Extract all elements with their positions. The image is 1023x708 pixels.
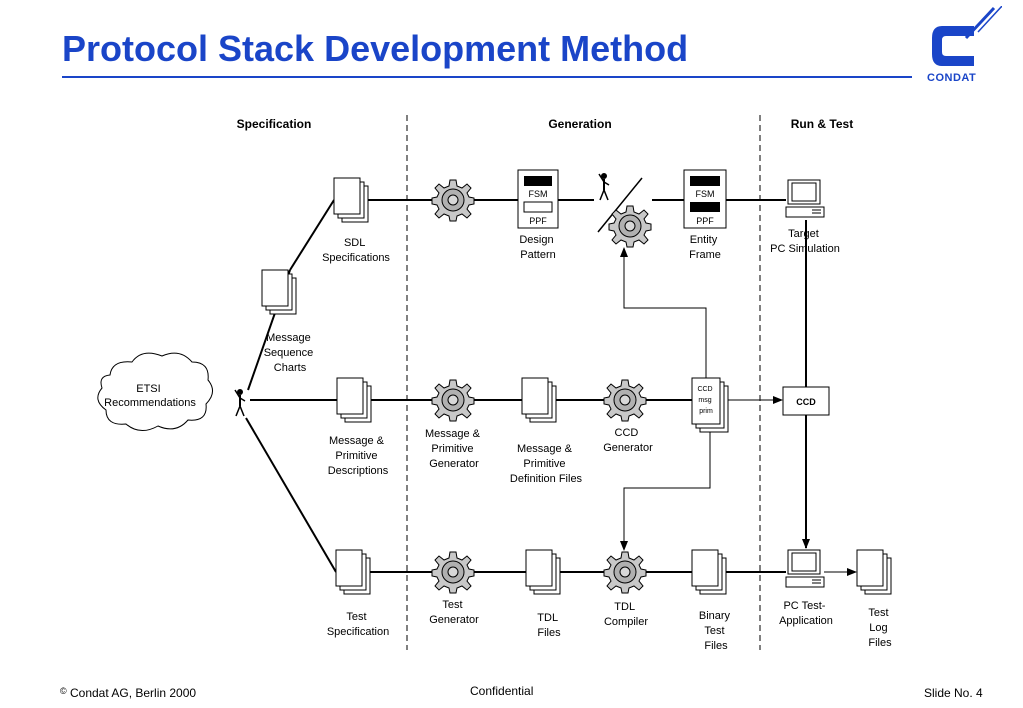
etsi-cloud [97,352,213,431]
test-gen-gear-icon [431,551,475,594]
footer-company: Condat AG, Berlin 2000 [69,686,197,700]
footer-copyright: © Condat AG, Berlin 2000 [60,686,196,700]
entity-frame-ppf-label: PPF [696,216,714,226]
entity-frame-ppf-bar [690,202,720,212]
design-pattern-ppf-bar [523,201,553,213]
test-spec-label: Test Specification [327,611,389,638]
test-spec-document-icon [335,549,371,595]
msg-prim-gen-gear-icon [431,379,475,422]
arrow-ccddocs-to-tdlcompiler [620,432,711,551]
link-person-testspec [245,417,337,573]
ccd-box-label: CCD [796,397,816,407]
design-pattern-fsm-label: FSM [529,189,548,199]
binary-files-label: Binary Test Files [699,610,733,652]
tdl-files-label: TDL Files [537,612,561,639]
msg-prim-def-label: Message & Primitive Definition Files [510,443,583,485]
logo-text: CONDAT [927,72,977,84]
column-header-generation: Generation [548,117,611,131]
binary-files-document-icon [691,549,727,595]
column-header-specification: Specification [237,117,312,131]
ccd-docs-front [691,377,721,425]
ccd-gen-gear-icon [603,379,647,422]
merge-slash [597,177,643,233]
msg-prim-gen-label: Message & Primitive Generator [425,428,483,470]
msg-prim-desc-document-icon [336,377,372,423]
design-pattern-label: Design Pattern [519,234,556,261]
tdl-compiler-gear-icon [603,551,647,594]
pc-test-label: PC Test- Application [779,600,833,627]
sdl-label: SDL Specifications [322,237,390,264]
analyst-person-icon [234,388,246,417]
ccd-docs-label: CCD msg prim [697,386,714,415]
msc-document-icon [261,269,297,315]
entity-frame-label: Entity Frame [689,234,721,261]
sdl-gear-icon [431,179,475,222]
sdl-document-icon [333,177,369,223]
etsi-label: ETSI Recommendations [104,383,196,409]
design-pattern-fsm-bar [524,176,552,186]
design-pattern-ppf-label: PPF [529,216,547,226]
copyright-symbol: © [60,686,67,696]
target-computer-icon [785,179,825,218]
msg-prim-def-document-icon [521,377,557,423]
test-log-label: Test Log Files [868,607,892,649]
tdl-compiler-label: TDL Compiler [604,601,648,628]
entity-frame-fsm-bar [690,176,720,186]
column-header-run-test: Run & Test [791,117,853,131]
condat-logo-icon [932,6,1002,66]
msc-label: Message Sequence Charts [264,332,317,374]
merge-gear-icon [608,205,652,248]
msg-prim-desc-label: Message & Primitive Descriptions [328,435,389,477]
footer-confidential: Confidential [470,684,534,698]
pc-test-computer-icon [785,549,825,588]
title-underline [62,76,912,78]
developer-person-icon [598,172,610,201]
test-log-document-icon [856,549,892,595]
footer-slide-number: Slide No. 4 [924,686,983,700]
page-title: Protocol Stack Development Method [62,28,689,69]
entity-frame-fsm-label: FSM [696,189,715,199]
tdl-files-document-icon [525,549,561,595]
ccd-gen-label: CCD Generator [603,427,653,454]
ccd-box [782,386,830,416]
arrow-ccddocs-to-merge [620,247,707,378]
link-msc-sdl [289,199,335,271]
test-gen-label: Test Generator [429,599,479,626]
